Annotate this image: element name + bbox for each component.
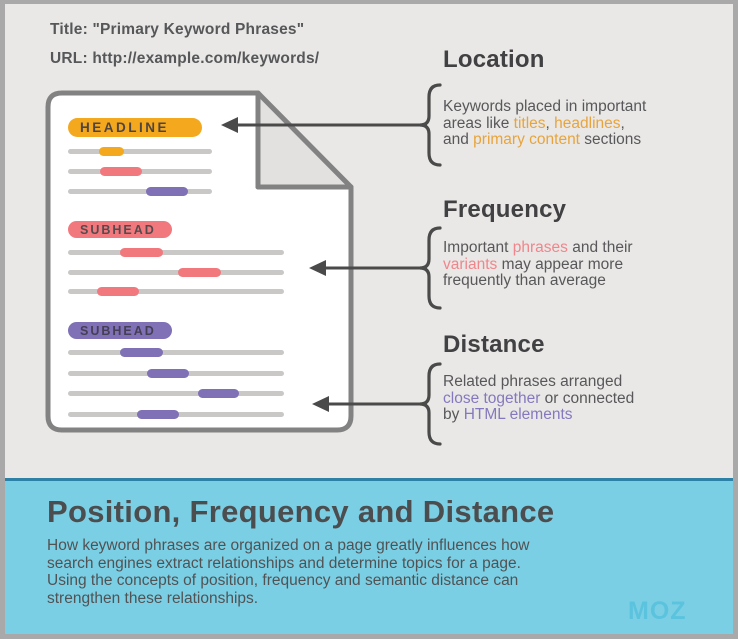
page-title-label: Title: "Primary Keyword Phrases" (50, 21, 305, 38)
text-line (68, 147, 212, 156)
keyword-highlight (97, 287, 139, 296)
text-line (68, 410, 284, 419)
keyword-highlight (137, 410, 179, 419)
headline-badge-label: HEADLINE (80, 120, 170, 135)
text-line (68, 389, 284, 398)
keyword-highlight (120, 348, 163, 357)
text-line (68, 167, 212, 176)
keyword-highlight (147, 369, 189, 378)
summary-heading: Position, Frequency and Distance (47, 494, 555, 529)
page-url-label: URL: http://example.com/keywords/ (50, 50, 320, 67)
subhead-distance-badge-label: SUBHEAD (80, 323, 156, 338)
keyword-accent: HTML elements (463, 406, 573, 423)
document-illustration (45, 83, 442, 446)
location-description: Keywords placed in important areas like … (443, 98, 647, 148)
keyword-accent: close together (443, 389, 541, 407)
distance-brace (419, 362, 442, 446)
moz-logo: MOZ (628, 597, 687, 625)
text-line (68, 187, 212, 196)
summary-paragraph: How keyword phrases are organized on a p… (47, 537, 530, 607)
distance-arrow (312, 396, 427, 412)
distance-description: Related phrases arranged close together … (443, 373, 635, 423)
page-outline (45, 90, 354, 433)
keyword-accent: titles (513, 114, 546, 132)
frequency-brace (419, 226, 442, 310)
keyword-highlight (120, 248, 163, 257)
frequency-description: Important phrases and their variants may… (443, 239, 633, 289)
frequency-arrow (309, 260, 427, 276)
text-line (68, 287, 284, 296)
keyword-highlight (99, 147, 124, 156)
subhead-frequency-badge-label: SUBHEAD (80, 222, 156, 237)
keyword-accent: primary content (473, 131, 580, 148)
subhead-frequency-badge: SUBHEAD (68, 221, 172, 238)
distance-heading: Distance (443, 331, 545, 358)
keyword-accent: variants (443, 255, 498, 273)
frequency-heading: Frequency (443, 196, 567, 223)
headline-badge: HEADLINE (68, 118, 202, 137)
text-line (68, 348, 284, 357)
text-line (68, 268, 284, 277)
subhead-distance-badge: SUBHEAD (68, 322, 172, 339)
keyword-accent: headlines (554, 114, 621, 132)
keyword-accent: phrases (512, 239, 568, 256)
summary-panel: Position, Frequency and Distance How key… (5, 478, 733, 634)
location-brace (419, 83, 442, 167)
text-line (68, 248, 284, 257)
diagram-panel: Title: "Primary Keyword Phrases" URL: ht… (5, 4, 733, 478)
keyword-highlight (198, 389, 239, 398)
location-arrow (221, 117, 427, 133)
keyword-highlight (100, 167, 142, 176)
location-heading: Location (443, 46, 545, 73)
keyword-highlight (178, 268, 221, 277)
keyword-highlight (146, 187, 188, 196)
folded-corner (255, 90, 354, 190)
text-line (68, 369, 284, 378)
